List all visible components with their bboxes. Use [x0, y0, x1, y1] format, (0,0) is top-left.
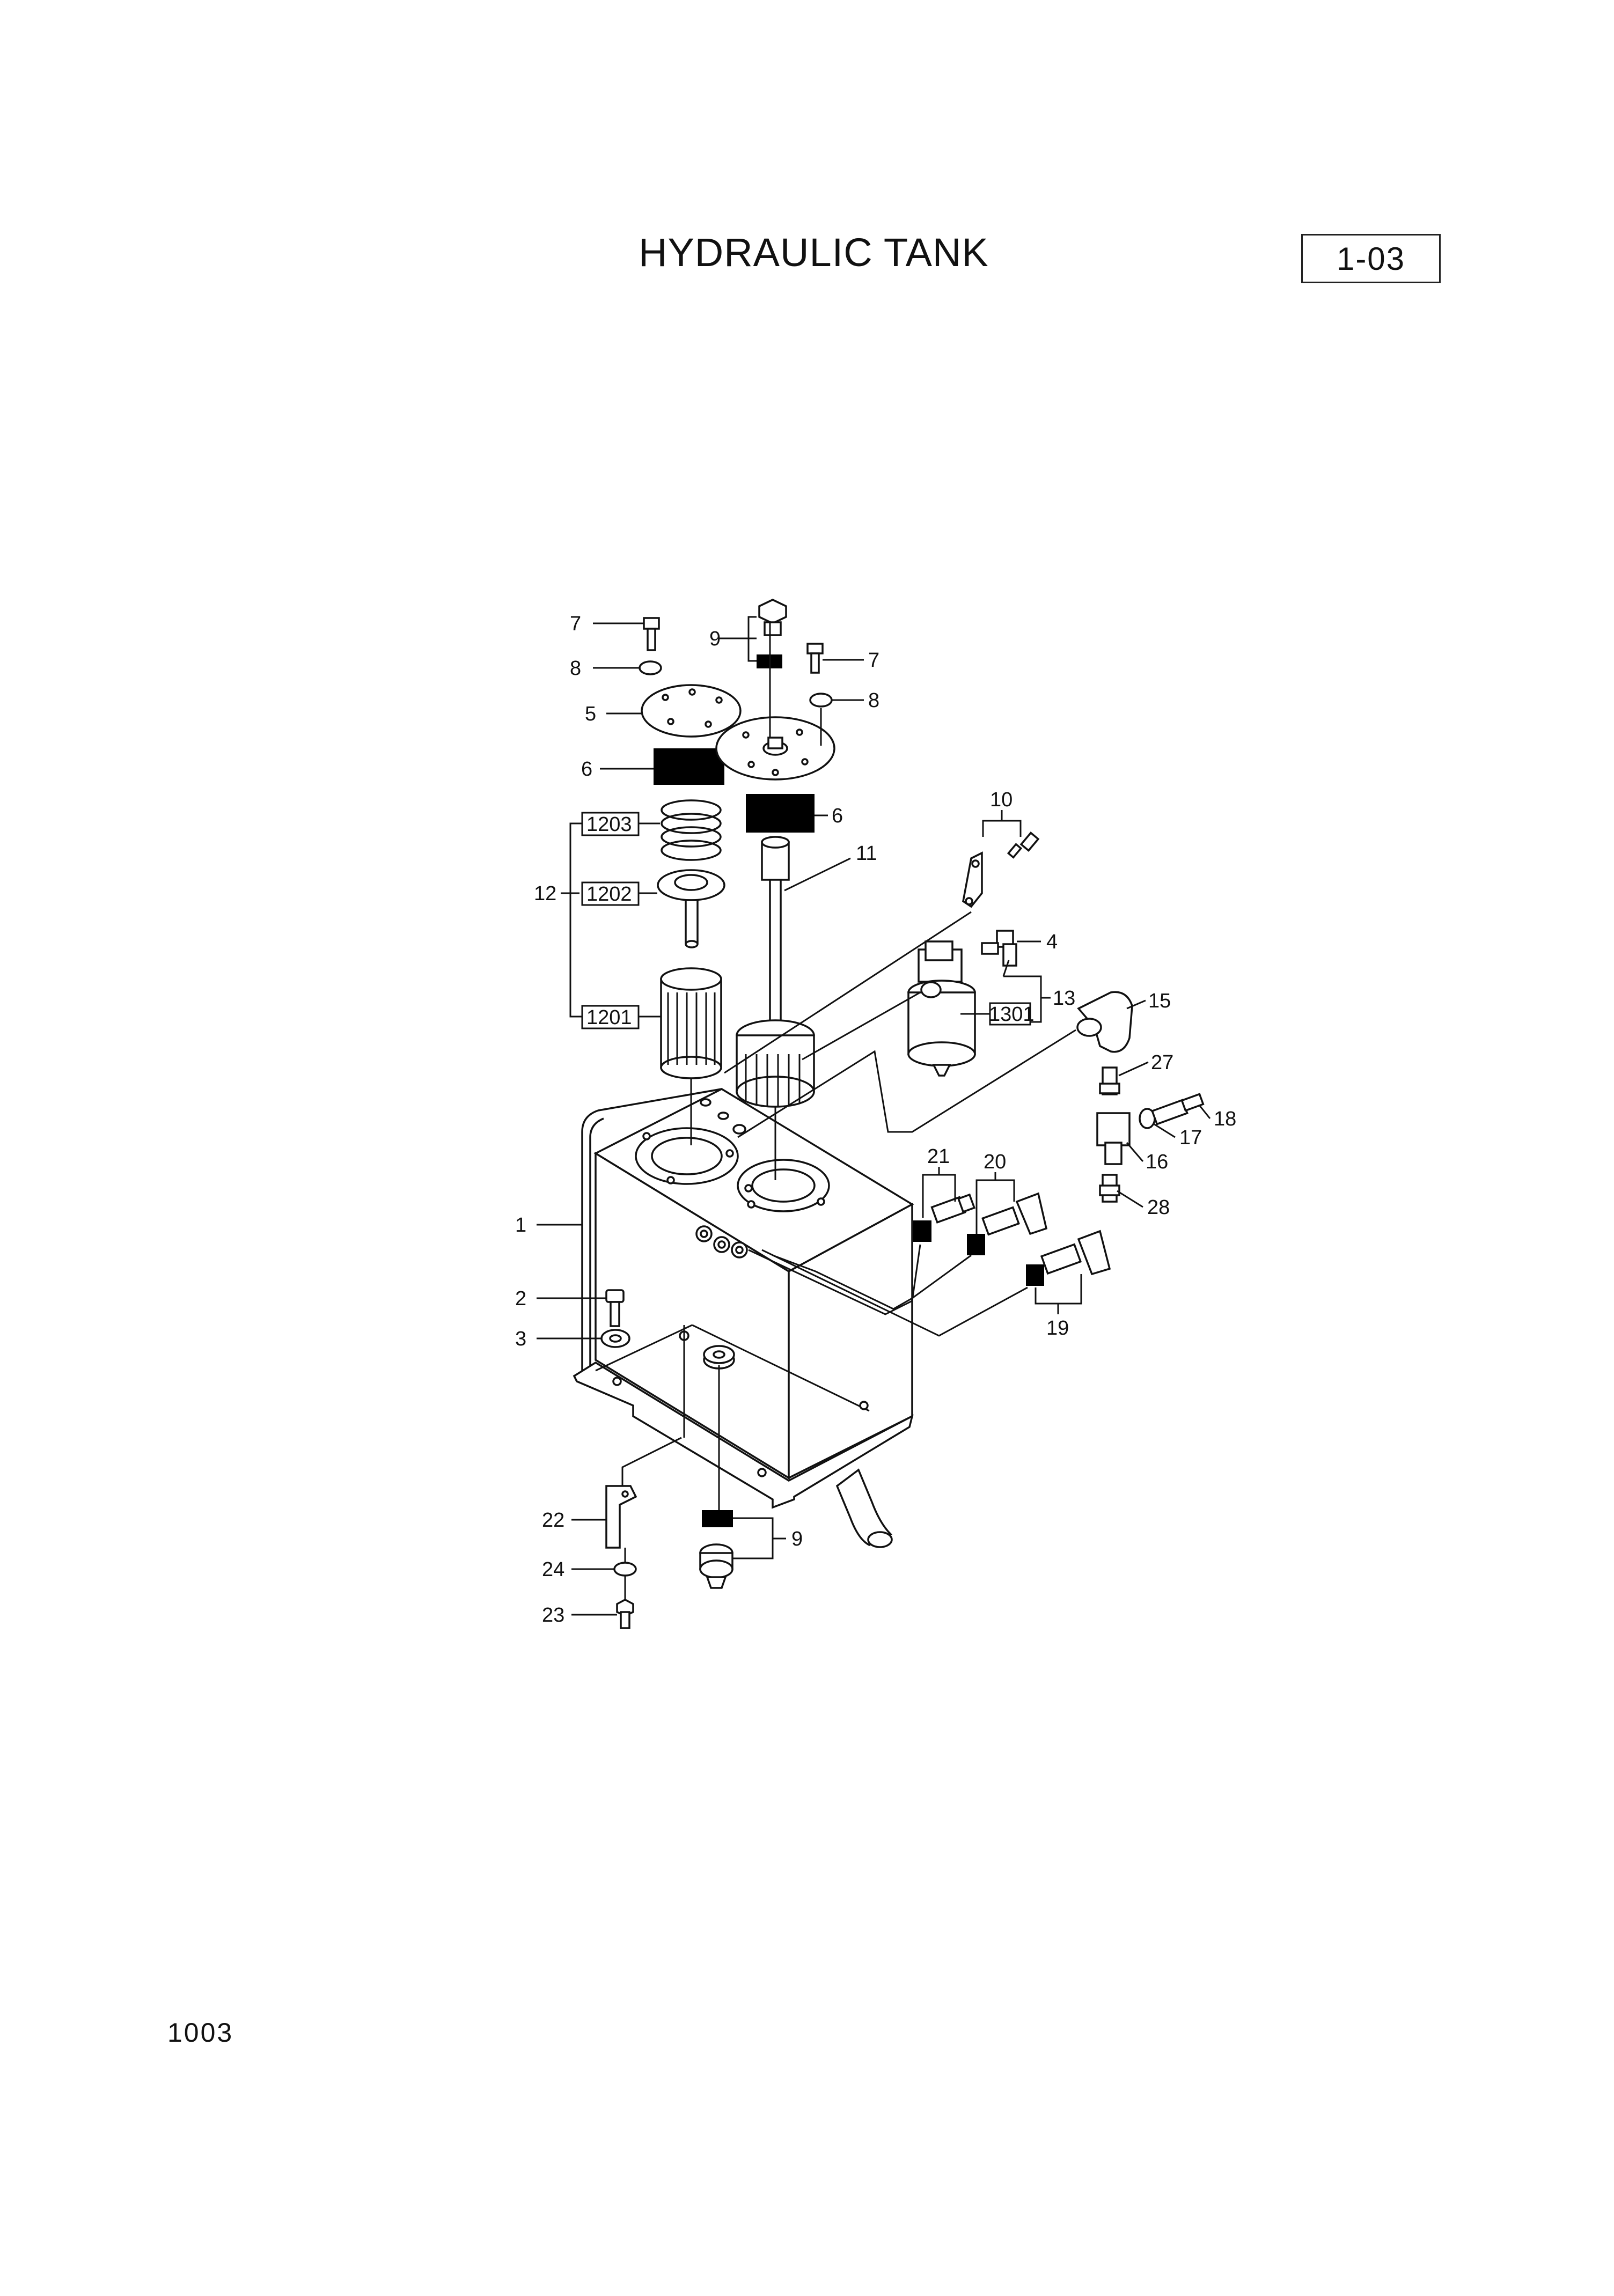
- tee-fitting-part: [1096, 1112, 1131, 1165]
- callout-22: 22: [542, 1509, 564, 1532]
- callout-15: 15: [1148, 990, 1171, 1012]
- bolt-part: [605, 1289, 625, 1327]
- redacted-block: [967, 1234, 985, 1255]
- callout-28: 28: [1147, 1196, 1170, 1219]
- redacted-block: [913, 1220, 931, 1242]
- washer-part: [809, 693, 833, 708]
- bracket-part: [605, 1485, 637, 1549]
- callout-23: 23: [542, 1604, 564, 1627]
- page-reference-box: 1-03: [1301, 234, 1441, 283]
- bolt-part: [806, 643, 824, 674]
- callout-8: 8: [570, 657, 581, 680]
- plug-part: [758, 599, 787, 636]
- callout-1203: 1203: [586, 813, 632, 836]
- redacted-block: [1026, 1264, 1044, 1286]
- elbow-fitting-part: [981, 1192, 1048, 1236]
- callout-17: 17: [1179, 1127, 1202, 1149]
- spring-part: [661, 799, 722, 861]
- redacted-gasket-block: [746, 794, 815, 833]
- redacted-block: [702, 1510, 733, 1527]
- callout-2: 2: [515, 1287, 526, 1310]
- callout-1301: 1301: [989, 1003, 1035, 1026]
- redacted-gasket-block: [654, 748, 724, 785]
- callout-13: 13: [1053, 987, 1075, 1010]
- page-reference: 1-03: [1336, 240, 1406, 277]
- callout-12: 12: [534, 882, 556, 905]
- callout-4: 4: [1046, 931, 1058, 953]
- callout-7: 7: [868, 649, 879, 672]
- callout-8: 8: [868, 689, 879, 712]
- callout-9: 9: [709, 628, 721, 650]
- callout-20: 20: [984, 1151, 1006, 1173]
- tank-body: [573, 1087, 914, 1548]
- strainer-part: [736, 836, 815, 1108]
- adapter-part: [1099, 1066, 1120, 1095]
- callout-19: 19: [1046, 1317, 1069, 1340]
- callout-6: 6: [581, 758, 592, 781]
- connector-part: [930, 1193, 976, 1224]
- callout-21: 21: [927, 1145, 950, 1168]
- line-filter-part: [907, 940, 976, 1077]
- valve-part: [657, 869, 725, 948]
- callout-11: 11: [856, 842, 877, 865]
- page-number: 1003: [167, 2018, 234, 2048]
- callout-labels: 7 9 7 8 8 5 6 6 1203 12 1202 1201 11 10 …: [515, 613, 1236, 1627]
- elbow-fitting-part: [981, 930, 1017, 967]
- elbow-fitting-part: [1040, 1230, 1111, 1276]
- callout-24: 24: [542, 1558, 564, 1581]
- callout-3: 3: [515, 1328, 526, 1350]
- callout-27: 27: [1151, 1051, 1173, 1074]
- plug-part: [699, 1543, 733, 1589]
- adapter-part: [1099, 1174, 1120, 1203]
- washer-part: [600, 1329, 630, 1348]
- connector-part: [1139, 1093, 1205, 1129]
- bolt-part: [643, 617, 660, 651]
- callout-5: 5: [585, 703, 596, 725]
- cover-plate-part: [641, 684, 742, 738]
- callout-18: 18: [1214, 1108, 1236, 1130]
- callout-7: 7: [570, 613, 581, 635]
- bolt-part: [616, 1599, 634, 1629]
- callout-9: 9: [791, 1528, 803, 1550]
- callout-6: 6: [832, 805, 843, 827]
- clamp-part: [962, 831, 1040, 908]
- callout-16: 16: [1146, 1151, 1168, 1173]
- washer-part: [613, 1562, 637, 1577]
- callout-10: 10: [990, 789, 1013, 811]
- leader-lines: [537, 616, 1211, 1616]
- callout-1202: 1202: [586, 883, 632, 906]
- cover-plate-part: [715, 716, 835, 781]
- callout-1201: 1201: [586, 1006, 632, 1029]
- filter-element-part: [660, 967, 722, 1079]
- elbow-fitting-part: [1076, 991, 1133, 1053]
- page-title: HYDRAULIC TANK: [639, 230, 989, 275]
- washer-part: [639, 660, 662, 675]
- callout-1: 1: [515, 1214, 526, 1237]
